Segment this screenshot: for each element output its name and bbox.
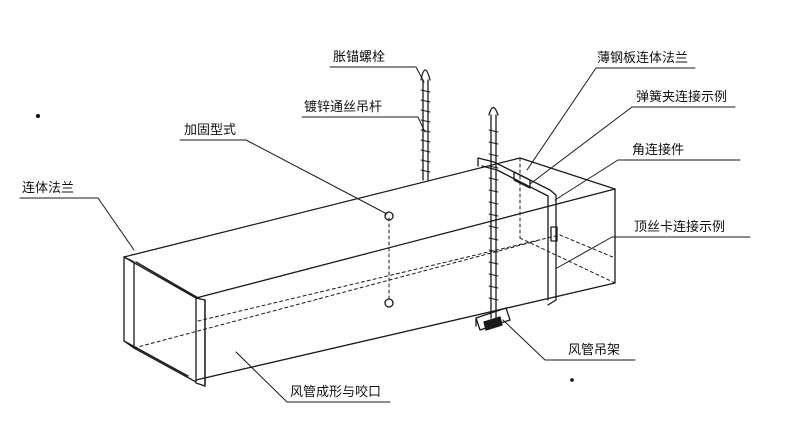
left-flange-bottom (133, 347, 197, 383)
reinforcement-top-nut (384, 211, 394, 221)
front-flange-lip (195, 297, 206, 387)
duct-inner-seam (135, 261, 201, 300)
hidden-mid-edge (197, 234, 561, 322)
leader-top-wire-clip (556, 236, 751, 269)
label-reinforcement-type: 加固型式 (184, 123, 237, 138)
spring-clip (513, 171, 531, 189)
label-corner-connector: 角连接件 (632, 143, 685, 158)
duct-bottom-front-edge (195, 282, 616, 381)
corner-connector-mark (550, 226, 558, 242)
duct-right-top-edge (519, 157, 616, 190)
joint-flange-top-inner (481, 165, 549, 197)
hidden-edges (133, 157, 616, 349)
hidden-bottom-back-edge (133, 239, 541, 349)
leader-anchor-bolt (329, 66, 425, 83)
right-joint-flange (477, 157, 558, 306)
right-rod-threads (488, 129, 499, 301)
leader-reinforcement (179, 139, 388, 215)
label-expansion-anchor-bolt: 胀锚螺栓 (333, 50, 386, 65)
stray-dot (35, 113, 41, 119)
duct-top-front-edge (195, 188, 616, 299)
left-flange-bottom-lip (123, 340, 189, 377)
duct-body (123, 157, 616, 381)
leader-duct-forming (235, 351, 391, 403)
reinforcement-bottom-nut (384, 298, 394, 308)
label-duct-hanger: 风管吊架 (568, 343, 621, 358)
right-rod-head (488, 106, 499, 116)
hanger-nut (483, 316, 503, 331)
duct-top-back-edge (123, 157, 521, 258)
label-top-wire-clip-connection: 顶丝卡连接示例 (634, 220, 726, 235)
joint-flange-right-side (547, 189, 557, 306)
leader-thin-flange (526, 67, 696, 171)
label-integral-flange: 连体法兰 (22, 181, 75, 196)
left-rod-threads (420, 89, 431, 173)
reinforcement-rod (384, 211, 394, 308)
stray-dot-2 (570, 378, 574, 382)
left-threaded-rod (420, 69, 431, 181)
label-galvanized-threaded-rod: 镀锌通丝吊杆 (304, 100, 383, 115)
left-flange-face (123, 256, 135, 349)
leader-integral-flange (19, 197, 135, 251)
label-thin-steel-plate-flange: 薄钢板连体法兰 (597, 51, 689, 66)
leader-duct-hanger (502, 319, 636, 361)
duct-hanger-bracket (475, 307, 511, 331)
label-spring-clip-connection: 弹簧夹连接示例 (636, 90, 728, 105)
leader-lines (19, 66, 751, 403)
hidden-right-mid-edge (559, 234, 616, 259)
leader-threaded-rod (301, 116, 426, 133)
label-duct-forming-seaming: 风管成形与咬口 (290, 385, 382, 400)
leader-corner-connector (554, 159, 741, 201)
duct-left-top-edge (123, 256, 197, 299)
hidden-bottom-right-edge (519, 237, 616, 284)
hanger-bracket-plate (475, 307, 511, 331)
leader-spring-clip (529, 106, 736, 185)
left-integral-flange (123, 256, 206, 387)
right-threaded-rod (488, 106, 499, 319)
